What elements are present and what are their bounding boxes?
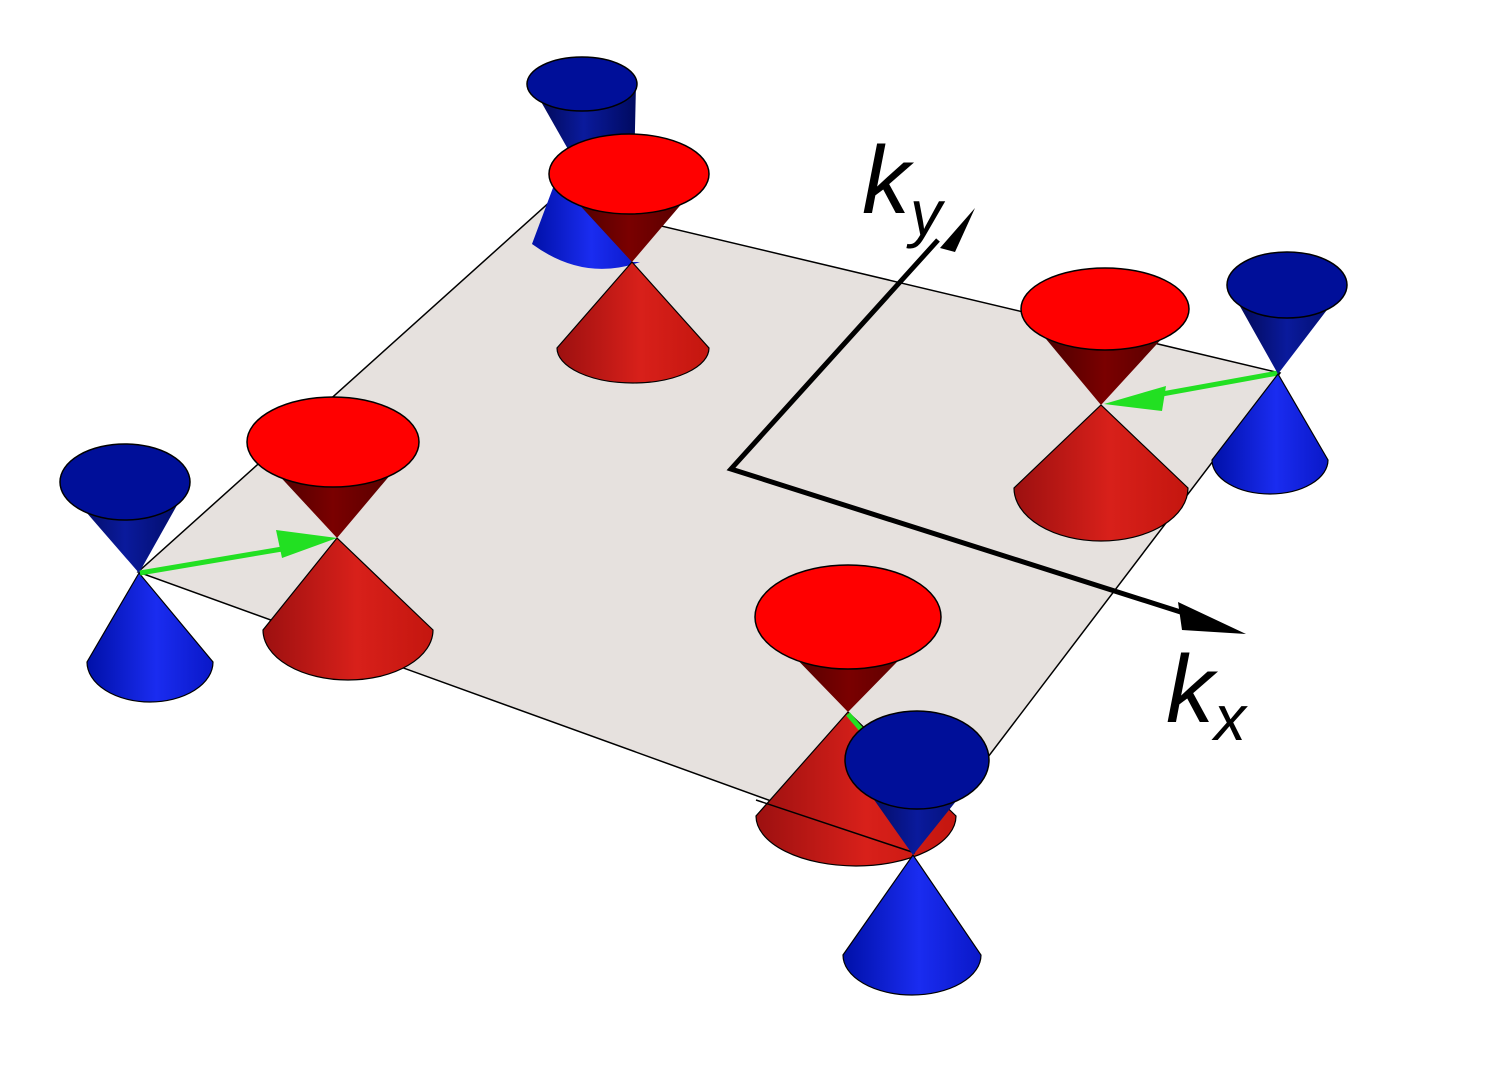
red-cone-pair-top [548, 133, 710, 384]
red-top-disc [246, 396, 420, 488]
blue-lower-cone-bottom [842, 853, 982, 996]
axes: ky kx [726, 127, 1248, 754]
red-cone-pair-right [1013, 267, 1190, 542]
blue-top-disc [844, 710, 990, 810]
blue-lower-cone-right [1211, 372, 1329, 495]
blue-top-disc [1226, 251, 1348, 319]
green-arrowhead [1104, 386, 1166, 411]
kx-arrowhead [1178, 602, 1246, 634]
arrow-right [1104, 370, 1279, 411]
ky-label: ky [862, 127, 946, 249]
ky-arrowhead [940, 208, 975, 252]
green-arrow-shaft [139, 543, 301, 576]
red-top-disc [754, 564, 942, 670]
red-top-disc [548, 133, 710, 215]
blue-cone-pair-bottom [842, 710, 990, 996]
red-lower-cone-top [556, 261, 710, 384]
red-top-disc [1020, 267, 1190, 351]
red-lower-cone-right [1013, 404, 1189, 542]
blue-lower-cone-left [86, 571, 214, 703]
kx-label: kx [1166, 636, 1248, 754]
blue-top-disc [59, 443, 191, 521]
red-cone-pair-left [246, 396, 434, 681]
green-arrowhead [276, 530, 337, 558]
blue-cone-pair-right [1211, 251, 1348, 495]
red-lower-cone-left [262, 537, 434, 681]
blue-cone-pair-left [59, 443, 214, 703]
arrow-left [139, 530, 337, 576]
axis-lines [726, 238, 1191, 618]
plane-edge-over-cone [755, 799, 916, 854]
blue-top-disc [526, 56, 638, 112]
